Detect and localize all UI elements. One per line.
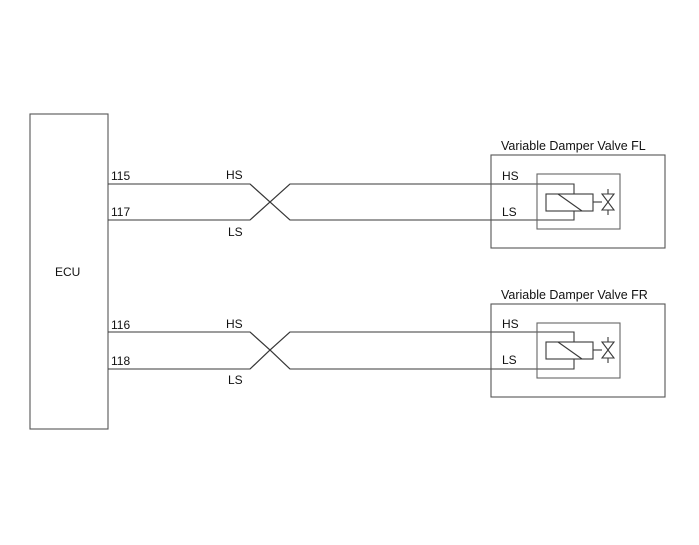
solenoid-icon: [545, 341, 602, 360]
wire-hs: [108, 183, 575, 203]
wire-signal-label: LS: [228, 373, 243, 387]
pin-label: 115: [111, 169, 130, 183]
terminal-label: HS: [502, 317, 519, 331]
solenoid-icon: [545, 193, 602, 212]
twist-marker: [249, 331, 291, 370]
pin-label: 116: [111, 318, 130, 332]
ecu-block: ECU: [29, 113, 109, 430]
valve-inner-box: [536, 322, 621, 379]
pin-label: 118: [111, 354, 130, 368]
terminal-label: HS: [502, 169, 519, 183]
ecu-box: [29, 113, 109, 430]
valve-outer-box: [490, 303, 666, 398]
wire-signal-label: HS: [226, 168, 243, 182]
valve-inner-box: [536, 173, 621, 230]
valve-icon: [600, 337, 616, 363]
twist-marker: [249, 183, 291, 221]
valve-icon: [600, 189, 616, 215]
wire-signal-label: HS: [226, 317, 243, 331]
terminal-label: LS: [502, 205, 517, 219]
valve-outer-box: [490, 154, 666, 249]
wire-hs: [108, 331, 575, 351]
terminal-label: LS: [502, 353, 517, 367]
circuit-fr: 116 118 HS LS Variable Damper Valve FR H…: [108, 288, 666, 398]
pin-label: 117: [111, 205, 130, 219]
wire-signal-label: LS: [228, 225, 243, 239]
circuit-fl: 115 117 HS LS Variable Damper Valve FL H…: [108, 139, 666, 249]
ecu-label: ECU: [55, 265, 80, 279]
component-title: Variable Damper Valve FL: [501, 139, 646, 153]
component-title: Variable Damper Valve FR: [501, 288, 648, 302]
